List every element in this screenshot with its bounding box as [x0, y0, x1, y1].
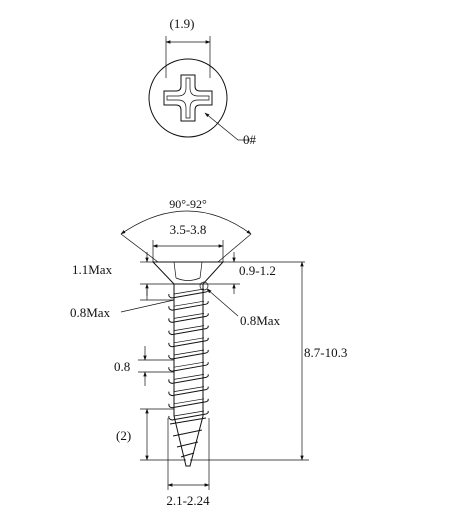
slot-width-label: (1.9) [170, 16, 195, 31]
head-height-dimension: 1.1Max [72, 252, 174, 296]
total-length-label: 8.7-10.3 [304, 345, 347, 360]
underhead-right-label: 0.8Max [240, 313, 281, 328]
thread-turn [168, 386, 209, 397]
thread-root-line [173, 349, 205, 356]
thread-pitch-dimension: 0.8 [114, 346, 174, 386]
thread-turn [168, 325, 209, 336]
head-top-view: (1.9) 0# [148, 16, 257, 147]
thread-root-line [173, 361, 205, 368]
thread-root-line [173, 313, 205, 319]
thread-root-line [173, 300, 205, 307]
head-height-label: 1.1Max [72, 262, 113, 277]
thread-root-line [173, 386, 205, 392]
thread-root-line [173, 337, 205, 344]
head-outline [148, 58, 228, 138]
thread-pitch-label: 0.8 [114, 359, 130, 374]
countersink-angle-dimension: 90°-92° [120, 197, 252, 263]
underhead-left-dimension: 0.8Max [70, 289, 175, 320]
thread-turn [168, 374, 209, 384]
underhead-left-label: 0.8Max [70, 305, 111, 320]
screw-side-view: 90°-92° 3.5-3.8 1.1Max [70, 197, 347, 508]
thread-turn [168, 361, 209, 372]
thread-root-line [173, 398, 205, 405]
head-top-band-label: 0.9-1.2 [239, 263, 276, 278]
thread-root-line [173, 374, 205, 380]
shank-diameter-label: 2.1-2.24 [166, 493, 210, 508]
drive-size-label: 0# [243, 132, 257, 147]
head-diameter-label: 3.5-3.8 [170, 222, 207, 237]
thread-root-line [173, 325, 205, 331]
countersink-angle-label: 90°-92° [169, 197, 207, 211]
thread-turn [168, 300, 209, 311]
phillips-recess-icon [163, 74, 213, 122]
shank-diameter-dimension: 2.1-2.24 [166, 418, 210, 508]
total-length-dimension: 8.7-10.3 [190, 261, 347, 461]
underhead-right-dimension: 0.8Max [199, 281, 281, 328]
head-top-band-dimension: 0.9-1.2 [203, 252, 305, 294]
thread-turn [168, 337, 209, 348]
thread-turn [168, 349, 209, 360]
head-diameter-dimension: 3.5-3.8 [152, 222, 224, 262]
drive-size-callout: 0# [204, 112, 257, 147]
thread-turns [168, 288, 209, 421]
screw-point [173, 415, 204, 467]
thread-root-line [173, 410, 205, 417]
thread-turn [168, 313, 209, 323]
thread-turn [168, 288, 209, 299]
point-length-dimension: (2) [116, 408, 186, 461]
slot-width-dimension: (1.9) [165, 16, 211, 78]
thread-root-line [173, 288, 205, 295]
point-length-label: (2) [116, 428, 131, 443]
thread-turn [168, 410, 209, 421]
thread-turn [168, 398, 209, 409]
